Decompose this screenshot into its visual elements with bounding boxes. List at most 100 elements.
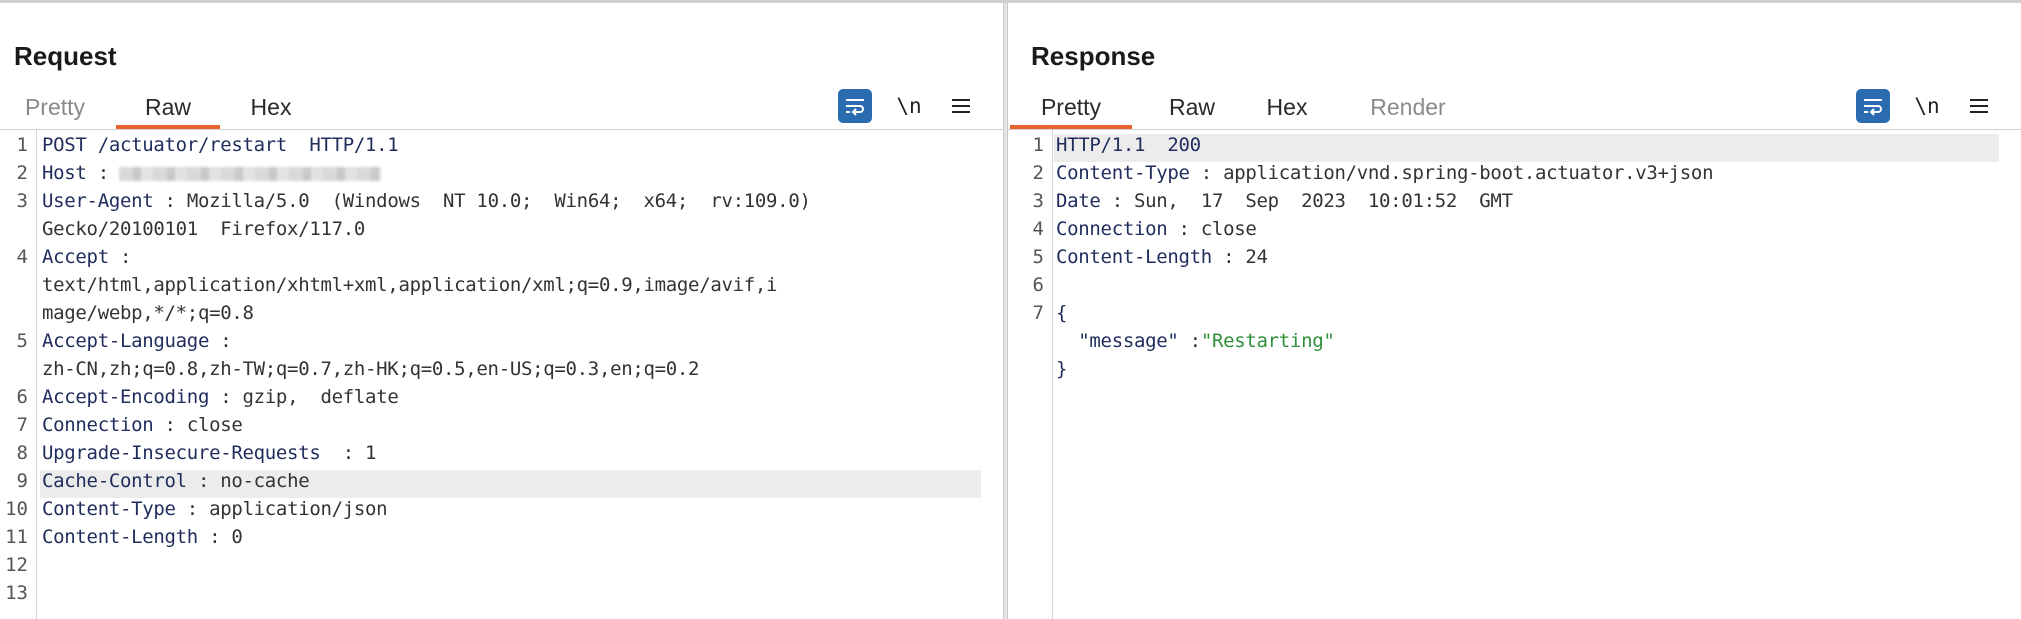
header-value: 1 [365,442,377,464]
separator: : [175,498,210,520]
code-text: Host : [42,162,381,184]
code-text: Accept-Encoding : gzip, deflate [42,386,399,408]
line-number-gutter [1008,130,1053,619]
line-number: 12 [5,554,28,576]
code-text: HTTP/1.1 200 [1056,134,1201,156]
header-name: Upgrade-Insecure-Requests [42,442,321,464]
line-number: 6 [1032,274,1044,296]
header-name: Date [1056,190,1101,212]
separator: : [320,442,366,464]
code-text: Accept-Language : [42,330,232,352]
code-text: Content-Type : application/vnd.spring-bo… [1056,162,1714,184]
code-line: 4 Accept : [0,246,1003,274]
tab-hex[interactable]: Hex [1266,94,1308,120]
code-text: Connection : close [42,414,243,436]
code-text: Accept : [42,246,131,268]
response-menu-button[interactable] [1964,89,1994,123]
wrap-lines-button[interactable] [1856,89,1890,123]
tab-pretty[interactable]: Pretty [24,94,86,120]
wrap-lines-button[interactable] [838,89,872,123]
separator: : [1167,218,1201,240]
tab-render[interactable]: Render [1370,94,1446,120]
request-menu-button[interactable] [946,89,976,123]
code-text: Content-Length : 0 [42,526,243,548]
code-text: Content-Length : 24 [1056,246,1268,268]
separator: : [209,330,232,352]
response-tabs-divider [1008,129,2021,130]
code-text: Content-Type : application/json [42,498,388,520]
hamburger-menu-icon [952,99,970,113]
line-number: 3 [1032,190,1044,212]
line-number: 2 [16,162,28,184]
separator: : [186,470,221,492]
header-name: Accept-Encoding [42,386,210,408]
code-text: mage/webp,*/*;q=0.8 [42,302,254,324]
separator: : [1211,246,1246,268]
line-number: 9 [16,470,28,492]
header-value: Gecko/20100101 Firefox/117.0 [42,218,366,240]
header-value: application/vnd.spring-boot.actuator.v3+… [1223,162,1714,184]
separator: : [153,190,187,212]
header-value: text/html,application/xhtml+xml,applicat… [42,274,778,296]
code-line: 5 Content-Length : 24 [1008,246,2021,274]
code-text: User-Agent : Mozilla/5.0 (Windows NT 10.… [42,190,811,212]
code-line: 1 HTTP/1.1 200 [1033,134,1999,162]
line-number: 11 [5,526,28,548]
code-line: zh-CN,zh;q=0.8,zh-TW;q=0.7,zh-HK;q=0.5,e… [0,358,1003,386]
tab-raw[interactable]: Raw [116,89,220,129]
separator: : [108,246,132,268]
tab-pretty[interactable]: Pretty [1010,89,1132,129]
code-line: Gecko/20100101 Firefox/117.0 [0,218,1003,246]
show-newlines-button[interactable]: \n [896,94,922,118]
pane-splitter[interactable] [1003,3,1008,619]
code-line: 6 [1008,274,2021,302]
separator: : [197,526,232,548]
line-number: 4 [1032,218,1044,240]
header-name: Connection [42,414,154,436]
code-line: 12 [0,554,1003,582]
line-number: 4 [16,246,28,268]
redacted-host [118,166,381,181]
wrap-lines-icon [1864,99,1882,116]
tab-hex[interactable]: Hex [250,94,292,120]
code-line: "message" :"Restarting" [1008,330,2021,358]
header-name: Content-Type [42,498,176,520]
request-tabs-divider [0,129,1003,130]
top-border [0,0,2021,3]
line-number: 3 [16,190,28,212]
line-number-gutter [0,130,37,619]
line-number: 7 [16,414,28,436]
header-name: Content-Type [1056,162,1190,184]
separator: : [209,386,243,408]
header-value: "Restarting" [1200,330,1335,352]
code-text: { [1056,302,1067,324]
header-value: Sun, 17 Sep 2023 10:01:52 GMT [1133,190,1513,212]
header-value: close [186,414,243,436]
show-newlines-button[interactable]: \n [1914,94,1940,118]
code-line: 11 Content-Length : 0 [0,526,1003,554]
tab-raw[interactable]: Raw [1168,94,1215,120]
header-value: no-cache [220,470,310,492]
line-number: 5 [1032,246,1044,268]
line-number: 5 [16,330,28,352]
line-number: 1 [1032,134,1044,156]
header-value: mage/webp,*/*;q=0.8 [42,302,254,324]
separator: : [1189,162,1224,184]
line-number: 1 [16,134,28,156]
header-value: Mozilla/5.0 (Windows NT 10.0; Win64; x64… [186,190,811,212]
code-line: 3 User-Agent : Mozilla/5.0 (Windows NT 10… [0,190,1003,218]
code-line: 2 Host : [0,162,1003,190]
code-line: 3 Date : Sun, 17 Sep 2023 10:01:52 GMT [1008,190,2021,218]
code-line: mage/webp,*/*;q=0.8 [0,302,1003,330]
code-text: Date : Sun, 17 Sep 2023 10:01:52 GMT [1056,190,1513,212]
header-name: Connection [1056,218,1168,240]
separator: : [1178,330,1201,352]
code-text: Connection : close [1056,218,1257,240]
